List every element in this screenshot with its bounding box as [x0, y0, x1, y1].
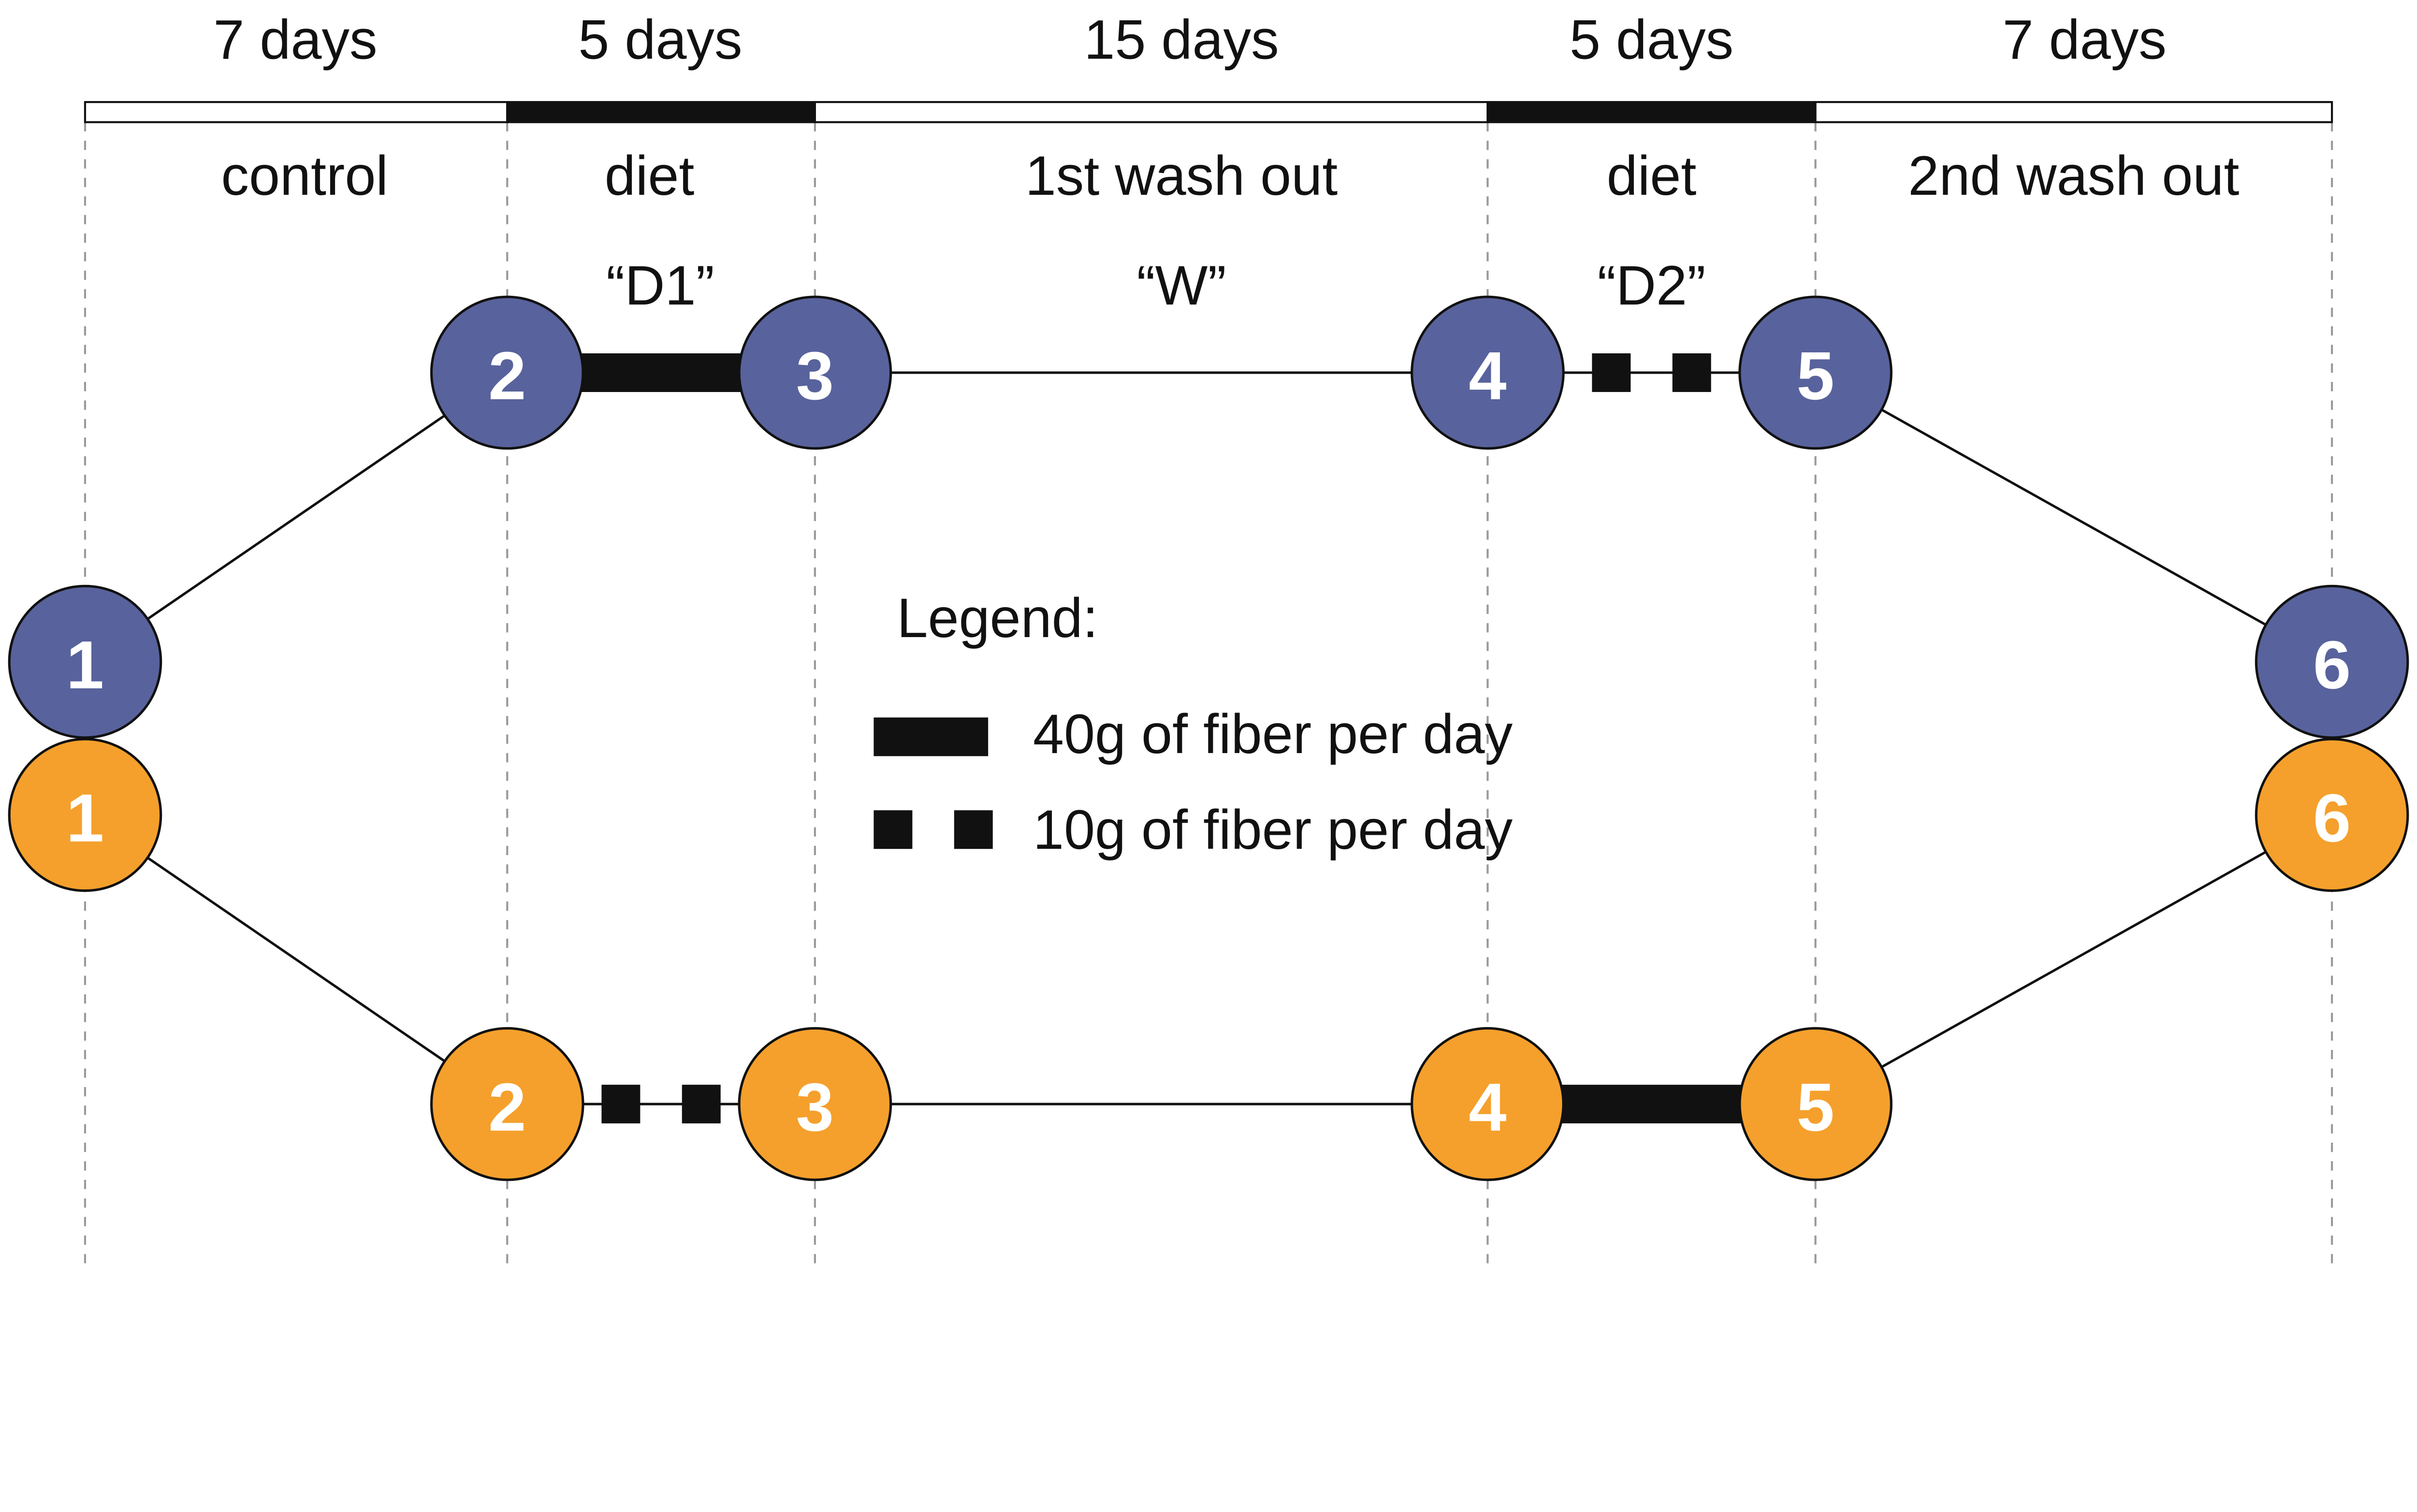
- duration-label: 7 days: [213, 9, 377, 71]
- group_a-link: [84, 371, 508, 663]
- group_b-node-label: 3: [796, 1069, 834, 1145]
- group_a-node-label: 5: [1796, 338, 1834, 414]
- duration-label: 5 days: [578, 9, 742, 71]
- timeline-segment-1: [506, 101, 816, 123]
- group_b-link-10g-square: [601, 1085, 641, 1124]
- group_b-node-5: [1738, 1027, 1893, 1181]
- duration-label: 5 days: [1570, 9, 1733, 71]
- group_b-node-label: 2: [488, 1069, 526, 1145]
- duration-label: 15 days: [1084, 9, 1279, 71]
- group_a-node-6: [2255, 584, 2409, 739]
- group_b-link-10g-square: [682, 1085, 721, 1124]
- group_a-link-10g-square: [1592, 353, 1631, 392]
- group_b-link: [1815, 814, 2333, 1105]
- period-code-label: “W”: [1136, 255, 1226, 317]
- period-labels: 7 days control 5 days diet “D1” 15 days 1st wa…: [213, 9, 2239, 317]
- phase-label: diet: [605, 145, 695, 207]
- group_b-node-4: [1411, 1027, 1565, 1181]
- group_b-link: [84, 814, 508, 1105]
- legend-10g-label: 10g of fiber per day: [1033, 799, 1513, 861]
- group_a-node-3: [738, 295, 892, 450]
- group_a-node-label: 4: [1469, 338, 1506, 414]
- legend: Legend: 40g of fiber per day 10g of fibe…: [874, 587, 1513, 861]
- group_b-node-label: 1: [66, 780, 104, 856]
- group_b-node-2: [430, 1027, 584, 1181]
- group_b-node-6: [2255, 738, 2409, 892]
- timeline-segment-3: [1486, 101, 1817, 123]
- group_a-link: [1815, 371, 2333, 663]
- timepoint-nodes: 1 2 3 4 5 6 1 2 3 4 5 6: [8, 295, 2409, 1181]
- legend-10g-symbol-a: [874, 810, 913, 849]
- group_a-link-10g-square: [1672, 353, 1711, 392]
- legend-title: Legend:: [897, 587, 1098, 649]
- group_b-node-label: 6: [2313, 780, 2351, 856]
- group_a-node-5: [1738, 295, 1893, 450]
- group_a-node-1: [8, 584, 162, 739]
- timeline-segment-4: [1814, 101, 2333, 123]
- phase-label: 1st wash out: [1025, 145, 1338, 207]
- group_a-node-label: 3: [796, 338, 834, 414]
- group_b-node-3: [738, 1027, 892, 1181]
- group_a-node-label: 2: [488, 338, 526, 414]
- phase-label: 2nd wash out: [1908, 145, 2239, 207]
- group_b-node-label: 4: [1469, 1069, 1506, 1145]
- timeline-segment-2: [814, 101, 1489, 123]
- group_a-node-label: 6: [2313, 627, 2351, 703]
- group_a-node-label: 1: [66, 627, 104, 703]
- duration-label: 7 days: [2003, 9, 2167, 71]
- phase-label: control: [221, 145, 388, 207]
- legend-40g-label: 40g of fiber per day: [1033, 703, 1513, 765]
- phase-label: diet: [1607, 145, 1697, 207]
- timeline-bar: [84, 101, 2333, 123]
- legend-40g-symbol: [874, 717, 989, 756]
- group_b-node-label: 5: [1796, 1069, 1834, 1145]
- period-code-label: “D1”: [606, 255, 714, 317]
- group_b-node-1: [8, 738, 162, 892]
- legend-10g-symbol-b: [954, 810, 993, 849]
- group_a-node-2: [430, 295, 584, 450]
- period-code-label: “D2”: [1598, 255, 1706, 317]
- timeline-segment-0: [84, 101, 509, 123]
- group_a-node-4: [1411, 295, 1565, 450]
